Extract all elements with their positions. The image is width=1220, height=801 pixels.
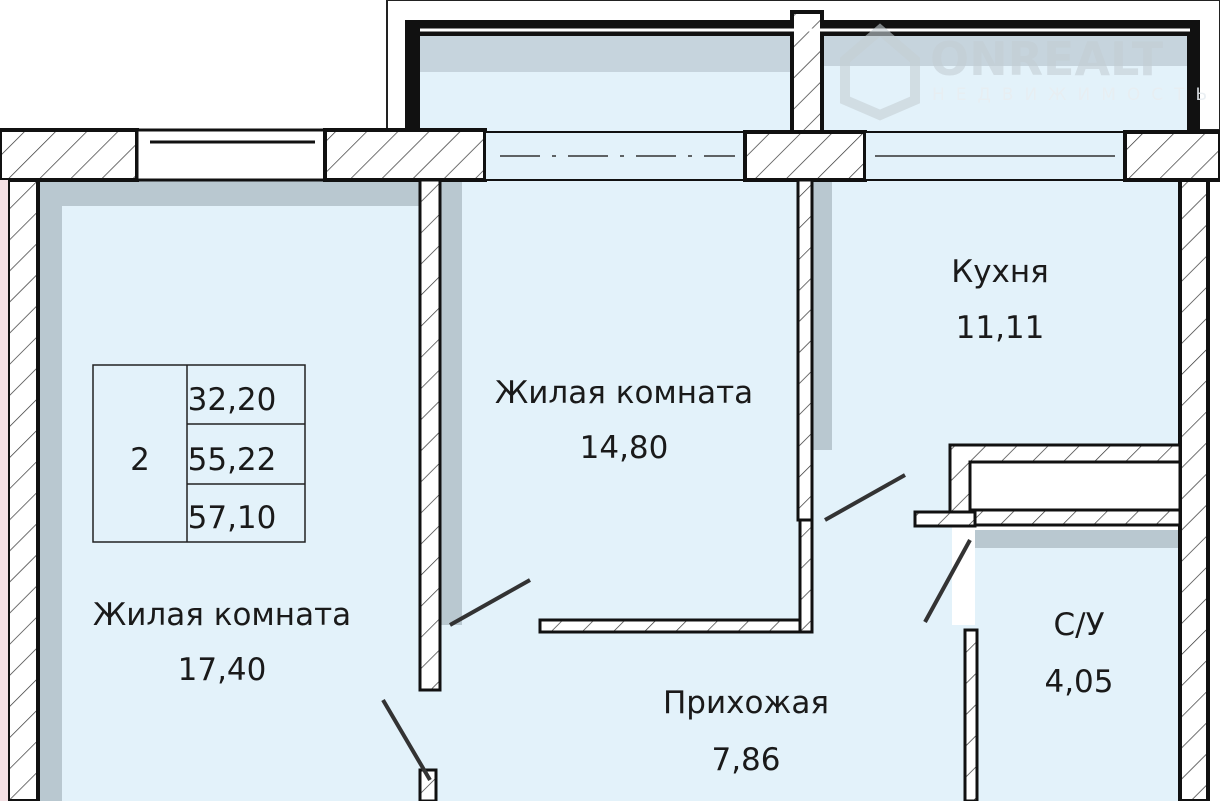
room-name: Прихожая xyxy=(663,685,829,721)
room-area: 7,86 xyxy=(711,742,780,778)
room-name: Кухня xyxy=(951,254,1049,290)
walls xyxy=(0,128,1220,801)
apartment-summary-table: 2 32,20 55,22 57,10 xyxy=(92,364,306,543)
watermark: ONREALT НЕДВИЖИМОСТЬ xyxy=(840,23,1218,121)
room-area: 14,80 xyxy=(580,430,669,466)
total-area-with-balcony: 57,10 xyxy=(188,500,277,536)
room-area: 4,05 xyxy=(1044,664,1113,700)
room-name: Жилая комната xyxy=(495,375,753,411)
room-label-living-1: Жилая комната 17,40 xyxy=(93,597,351,688)
rooms-count: 2 xyxy=(130,442,150,478)
living-area: 32,20 xyxy=(188,382,277,418)
room-label-hallway: Прихожая 7,86 xyxy=(663,685,829,778)
room-area: 17,40 xyxy=(178,652,267,688)
total-area: 55,22 xyxy=(188,442,277,478)
watermark-brand: ONREALT xyxy=(930,32,1164,86)
room-floors xyxy=(38,180,1180,801)
room-label-bathroom: С/У 4,05 xyxy=(1044,607,1113,700)
watermark-logo-icon xyxy=(840,23,920,121)
watermark-subtitle: НЕДВИЖИМОСТЬ xyxy=(932,85,1218,105)
room-name: Жилая комната xyxy=(93,597,351,633)
room-name: С/У xyxy=(1054,607,1105,643)
room-label-living-2: Жилая комната 14,80 xyxy=(495,375,753,466)
room-label-kitchen: Кухня 11,11 xyxy=(951,254,1049,346)
room-area: 11,11 xyxy=(956,310,1045,346)
